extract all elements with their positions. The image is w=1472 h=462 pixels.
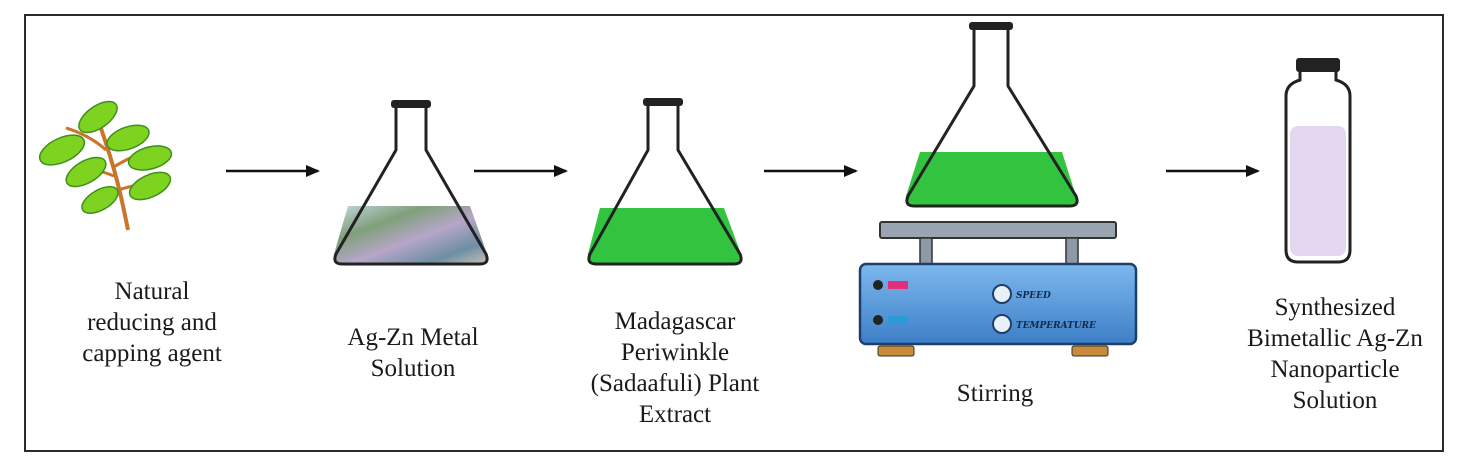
flask-plant-extract-icon (587, 98, 743, 266)
flask-metal-solution-icon (333, 100, 489, 266)
step-1-label: Natural reducing and capping agent (82, 278, 222, 367)
vial-icon (1284, 58, 1352, 264)
step-4-label: Stirring (956, 380, 1034, 407)
leaf-branch-icon (38, 100, 173, 231)
step-3-label: Madagascar Periwinkle (Sadaafuli) Plant … (590, 308, 760, 428)
stirrer-button-2-label: TEMPERATURE (1016, 321, 1096, 331)
stirrer-button-1-label: SPEED (1016, 291, 1051, 301)
magnetic-stirrer-icon: SPEED TEMPERATURE (858, 221, 1138, 357)
step-5-label: Synthesized Bimetallic Ag-Zn Nanoparticl… (1247, 294, 1423, 414)
flask-stirring-icon (905, 22, 1079, 208)
step-2-label: Ag-Zn Metal Solution (347, 324, 479, 382)
diagram-frame (24, 14, 1444, 452)
